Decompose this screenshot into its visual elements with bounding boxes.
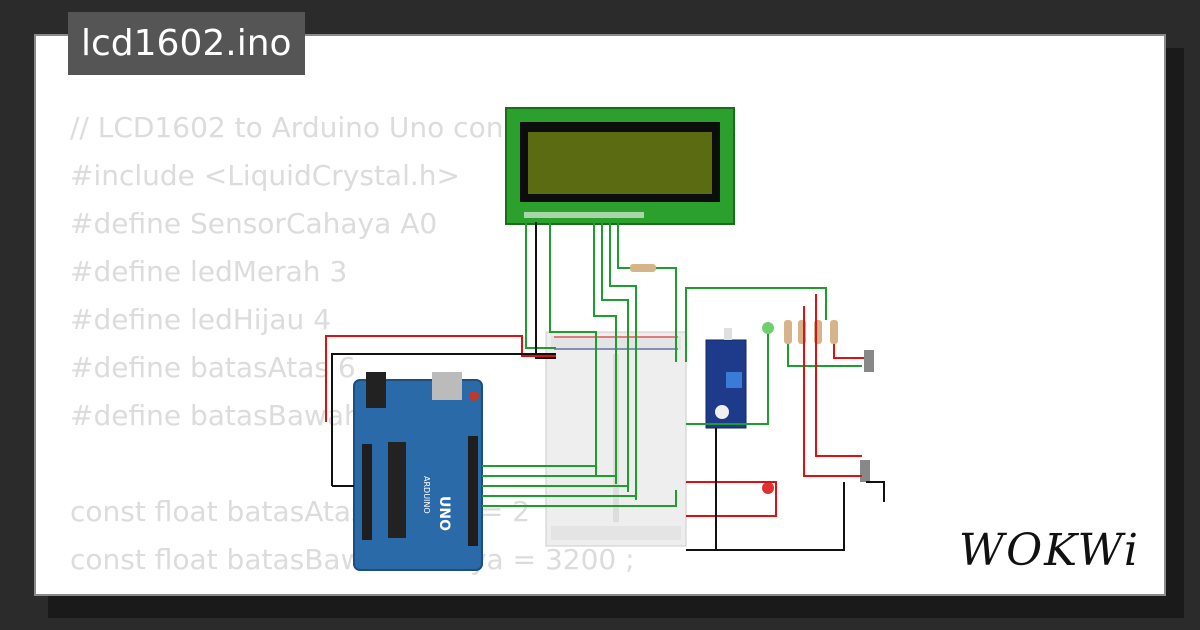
lcd1602-display <box>505 107 735 225</box>
code-preview: // LCD1602 to Arduino Uno connection exa… <box>70 104 737 594</box>
light-sensor-module <box>705 328 747 429</box>
resistor-lcd <box>630 264 656 272</box>
slide-switch-1 <box>864 350 874 372</box>
led-green <box>762 322 774 334</box>
code-line-2: #include <LiquidCrystal.h> <box>70 159 460 192</box>
code-line-11: const float GAMMA = 0.7 <box>70 584 737 594</box>
led-red <box>762 482 774 494</box>
arduino-brand-label: ARDUINO <box>422 476 431 514</box>
code-line-4: #define ledMerah 3 <box>70 255 348 288</box>
wires <box>325 222 885 551</box>
code-line-6: #define batasAtas 6 <box>70 351 356 384</box>
circuit-diagram: UNO ARDUINO <box>325 107 885 571</box>
resistors-led <box>784 320 838 344</box>
arduino-uno-board: UNO ARDUINO <box>353 372 483 571</box>
code-line-5: #define ledHijau 4 <box>70 303 331 336</box>
arduino-model-label: UNO <box>436 496 452 531</box>
preview-card: // LCD1602 to Arduino Uno connection exa… <box>34 34 1166 596</box>
file-tab[interactable]: lcd1602.ino <box>68 12 305 75</box>
wokwi-logo: WOKWi <box>958 525 1140 576</box>
code-line-3: #define SensorCahaya A0 <box>70 207 438 240</box>
slide-switch-2 <box>860 460 870 482</box>
